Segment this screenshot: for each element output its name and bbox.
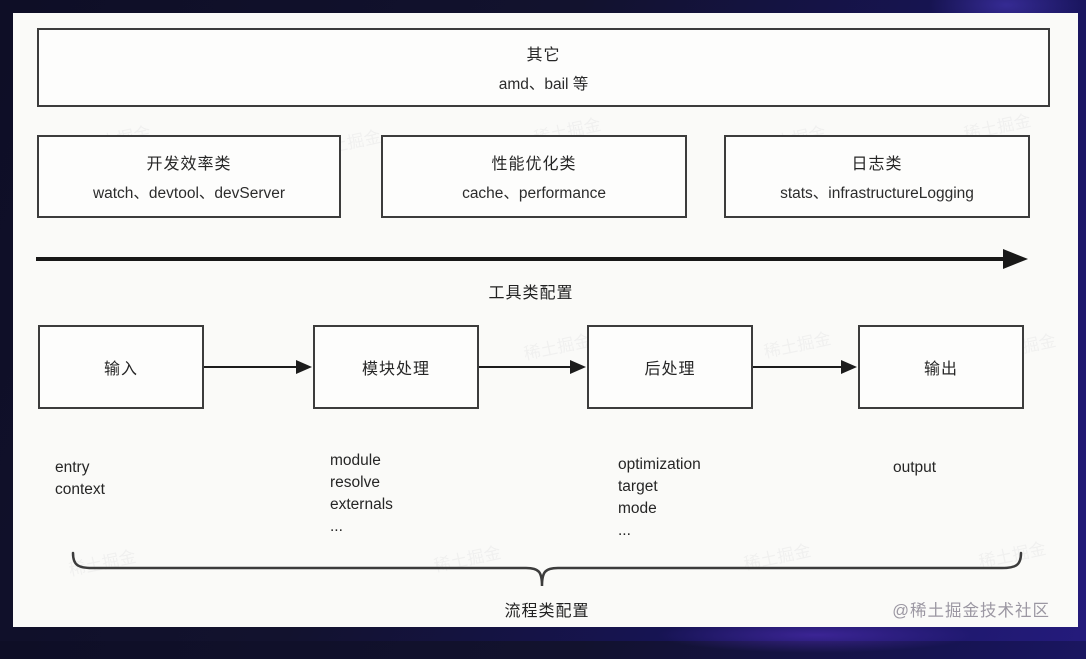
- option-item: mode: [618, 500, 657, 517]
- category-box-logging: 日志类 stats、infrastructureLogging: [724, 135, 1030, 218]
- category-title: 性能优化类: [491, 156, 577, 173]
- category-title: 其它: [526, 47, 561, 64]
- flow-axis-brace: [68, 545, 1026, 597]
- community-watermark: @稀土掘金技术社区: [892, 602, 1050, 620]
- flow-box-post-processing: 后处理: [587, 325, 753, 409]
- tool-axis-arrow: [36, 257, 1008, 261]
- faint-watermark: 稀土掘金: [522, 331, 593, 364]
- options-list-post-processing: optimization target mode ...: [618, 454, 701, 542]
- flow-box-output: 输出: [858, 325, 1024, 409]
- flow-axis-label: 流程类配置: [504, 603, 590, 620]
- flow-connector: [753, 366, 841, 368]
- flow-box-input: 输入: [38, 325, 204, 409]
- option-item: ...: [330, 518, 343, 535]
- arrowhead-icon: [570, 360, 586, 374]
- flow-box-module-processing: 模块处理: [313, 325, 479, 409]
- option-item: entry: [55, 459, 90, 476]
- category-box-other: 其它 amd、bail 等: [37, 28, 1050, 107]
- tool-axis-arrowhead-icon: [1003, 249, 1028, 269]
- option-item: resolve: [330, 474, 380, 491]
- flow-connector: [204, 366, 296, 368]
- option-item: output: [893, 459, 937, 476]
- arrowhead-icon: [841, 360, 857, 374]
- category-box-dev-efficiency: 开发效率类 watch、devtool、devServer: [37, 135, 341, 218]
- category-title: 日志类: [851, 156, 903, 173]
- category-box-performance: 性能优化类 cache、performance: [381, 135, 687, 218]
- options-list-output: output: [893, 457, 936, 479]
- diagram-slide: 稀土掘金 稀土掘金 稀土掘金 稀土掘金 稀土掘金 稀土掘金 稀土掘金 稀土掘金 …: [13, 13, 1078, 627]
- option-item: context: [55, 481, 105, 498]
- category-options: cache、performance: [462, 185, 606, 202]
- faint-watermark: 稀土掘金: [762, 329, 833, 362]
- option-item: externals: [330, 496, 393, 513]
- options-list-input: entry context: [55, 457, 105, 501]
- option-item: optimization: [618, 456, 701, 473]
- arrowhead-icon: [296, 360, 312, 374]
- category-options: watch、devtool、devServer: [92, 185, 286, 202]
- option-item: module: [330, 452, 381, 469]
- option-item: target: [618, 478, 658, 495]
- category-options: stats、infrastructureLogging: [780, 185, 974, 202]
- option-item: ...: [618, 522, 631, 539]
- category-title: 开发效率类: [146, 156, 232, 173]
- tool-axis-label: 工具类配置: [488, 285, 574, 302]
- options-list-module: module resolve externals ...: [330, 450, 393, 538]
- category-options: amd、bail 等: [498, 76, 589, 93]
- flow-connector: [479, 366, 570, 368]
